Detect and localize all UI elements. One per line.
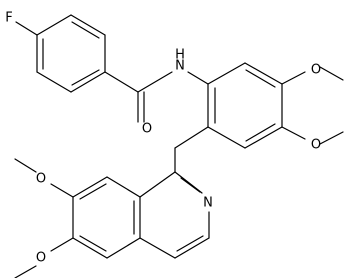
upper-ring-methoxy-oxygen-label: O	[311, 63, 321, 78]
isoquinoline-pyridine-ring	[139, 171, 210, 259]
isoquinoline-nitrogen-label: N	[203, 196, 213, 211]
lower-isoquinoline-methoxy-oxygen-label: O	[36, 251, 46, 266]
amide-hydrogen-label: H	[175, 48, 185, 63]
fluorine-atom-label: F	[5, 11, 12, 26]
fluorobenzene-ring	[36, 14, 106, 93]
carbonyl-oxygen-label: O	[142, 122, 152, 137]
dimethoxyphenyl-ring	[207, 62, 283, 149]
amide-nitrogen-label: N	[175, 59, 185, 74]
isoquinoline-benzo-ring	[72, 176, 141, 259]
methylene-linker	[174, 126, 209, 173]
c-f-bond	[15, 21, 38, 36]
amide-group	[104, 71, 209, 123]
ring-methoxy-bonds	[281, 66, 344, 145]
isoquinoline-methoxy-bonds	[14, 158, 74, 278]
upper-isoquinoline-methoxy-oxygen-label: O	[36, 172, 46, 187]
lower-ring-methoxy-oxygen-label: O	[311, 138, 321, 153]
